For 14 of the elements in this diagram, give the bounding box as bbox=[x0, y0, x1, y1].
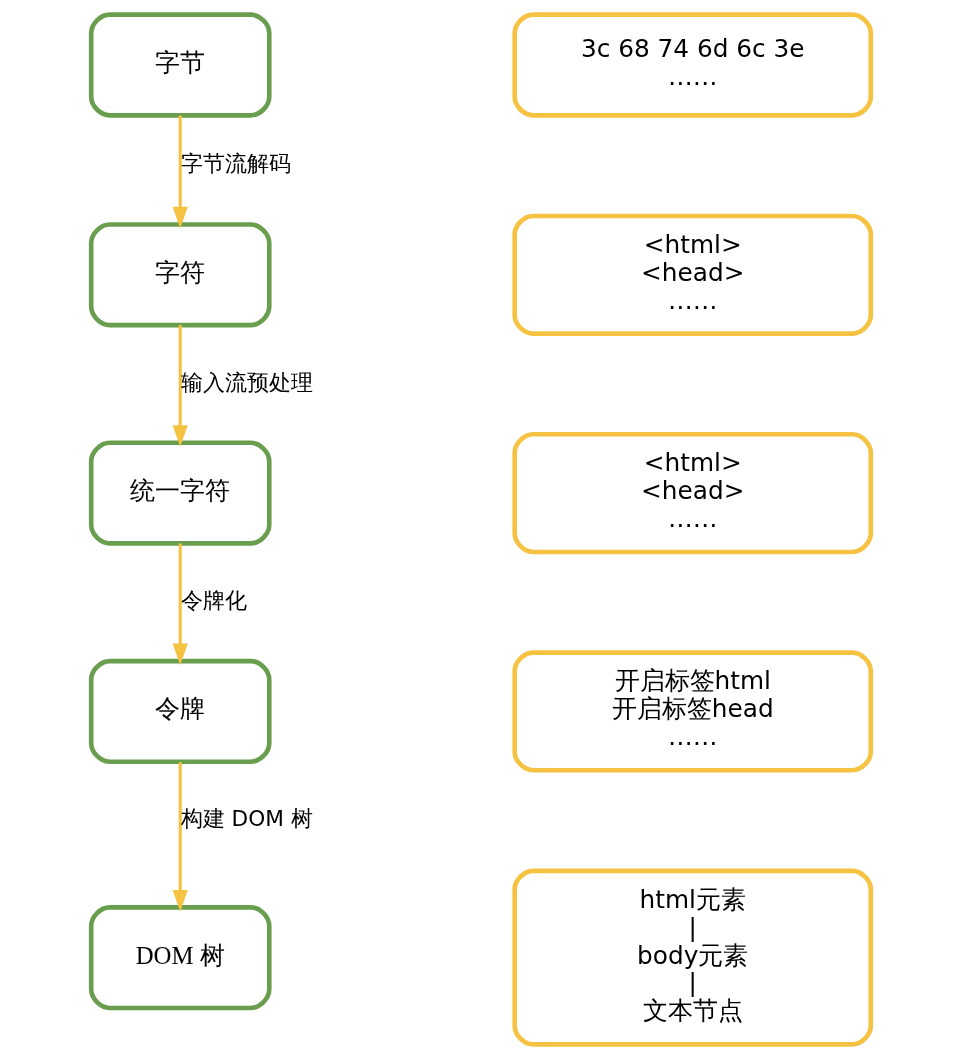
node-box: 字符 bbox=[88, 222, 272, 328]
node-box: <html> <head> …… bbox=[511, 431, 873, 555]
node-box: html元素 | body元素 | 文本节点 bbox=[511, 868, 873, 1047]
node-box: 开启标签html 开启标签head …… bbox=[511, 650, 873, 773]
node-box: 3c 68 74 6d 6c 3e …… bbox=[511, 12, 873, 118]
arrow bbox=[172, 115, 188, 229]
node-box: <html> <head> …… bbox=[511, 213, 873, 336]
arrow bbox=[172, 543, 188, 666]
node-box: DOM 树 bbox=[88, 905, 272, 1011]
node-box: 统一字符 bbox=[88, 440, 272, 546]
node-box: 字节 bbox=[88, 12, 272, 118]
arrow bbox=[172, 762, 188, 912]
node-box: 令牌 bbox=[88, 658, 272, 765]
arrow bbox=[172, 325, 188, 447]
